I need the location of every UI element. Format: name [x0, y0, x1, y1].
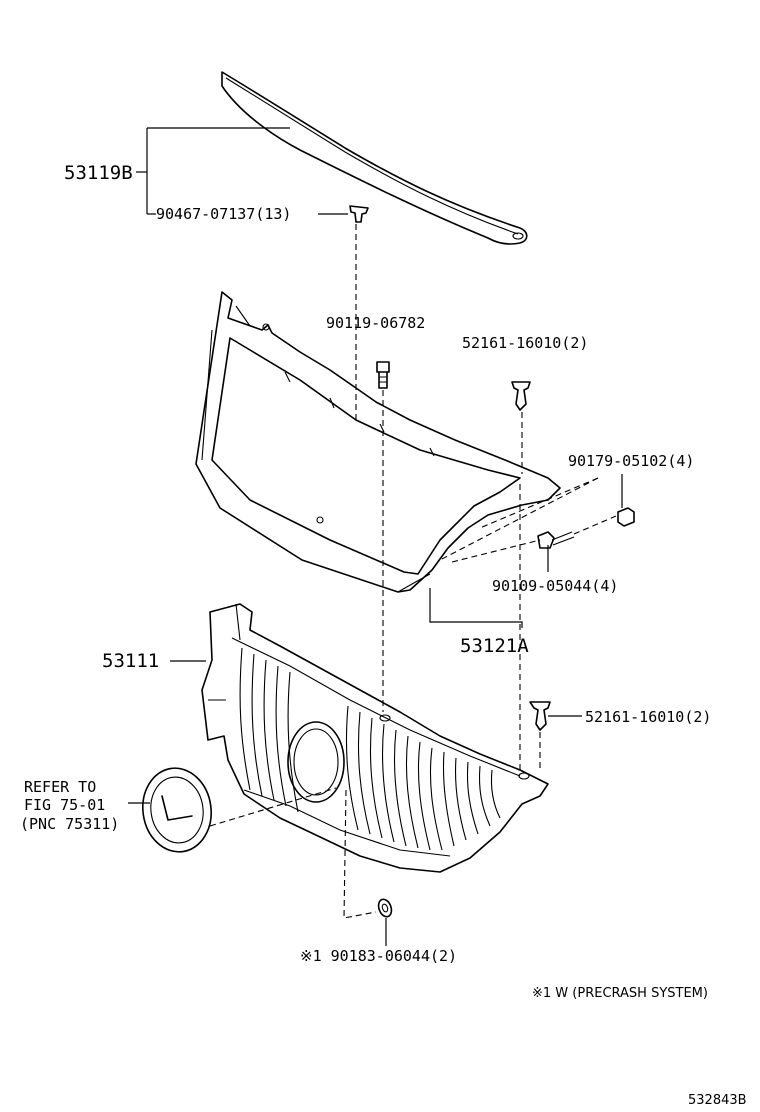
label-frame: 53121A	[460, 635, 529, 657]
footnote: ※1 W (PRECRASH SYSTEM)	[532, 986, 708, 1001]
leader-lines	[128, 127, 623, 946]
bolt-icon	[537, 531, 575, 549]
frame-part	[195, 291, 561, 593]
label-clip-bottom-right: 52161-16010(2)	[585, 708, 711, 726]
molding-clip-icon	[349, 205, 369, 223]
label-screw-top: 90119-06782	[326, 314, 425, 332]
emblem-icon	[142, 767, 212, 853]
screw-icon	[376, 361, 390, 389]
label-molding: 53119B	[64, 162, 133, 184]
molding-part	[221, 71, 528, 245]
washer-icon	[377, 898, 393, 918]
guide-lines	[209, 224, 617, 919]
grille-part	[201, 603, 549, 873]
label-bolt: 90109-05044(4)	[492, 577, 618, 595]
diagram-id: 532843B	[688, 1093, 747, 1108]
refer-line2: FIG 75-01	[24, 796, 105, 814]
clip-bottom-right-icon	[529, 701, 551, 731]
refer-line1: REFER TO	[24, 778, 96, 796]
refer-line3: (PNC 75311)	[20, 815, 119, 833]
clip-top-right-icon	[511, 381, 531, 411]
label-washer: ※1 90183-06044(2)	[300, 947, 457, 965]
nut-icon	[617, 507, 635, 527]
label-grille: 53111	[102, 650, 159, 672]
label-clip-molding: 90467-07137(13)	[156, 205, 291, 223]
label-clip-top-right: 52161-16010(2)	[462, 334, 588, 352]
label-nut: 90179-05102(4)	[568, 452, 694, 470]
grille-bars	[239, 647, 501, 851]
